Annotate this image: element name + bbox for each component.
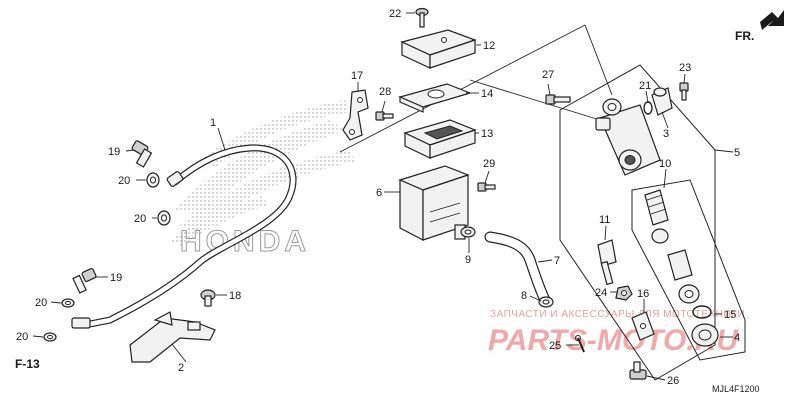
screw-29 [477, 182, 496, 192]
front-direction-arrow: FR. [735, 10, 784, 43]
callout-26: 26 [667, 375, 679, 387]
alignment-lines [339, 24, 613, 153]
bolt-19-lower [72, 267, 97, 294]
nut-24 [615, 285, 633, 301]
hose-1 [71, 144, 297, 329]
callout-3: 3 [663, 128, 669, 140]
joint-16 [631, 311, 655, 341]
diagram-code: MJL4F1200 [712, 384, 760, 394]
diaphragm-13 [403, 119, 477, 159]
joint-3 [651, 87, 673, 116]
clip-9 [460, 226, 476, 238]
master-cylinder-body [595, 98, 661, 176]
callout-7: 7 [554, 255, 560, 267]
callout-25: 25 [549, 340, 561, 352]
callout-20-b: 20 [134, 213, 146, 225]
watermark-text: ЗАПЧАСТИ И АКСЕССУАРЫ ДЛЯ МОТОТЕХНИКИ [490, 309, 745, 320]
callout-8: 8 [521, 290, 527, 302]
screw-28 [375, 111, 394, 121]
callout-leaders [32, 12, 734, 381]
reservoir-6 [398, 165, 470, 241]
callout-20-a: 20 [118, 175, 130, 187]
cap-12 [400, 29, 477, 69]
callout-12: 12 [483, 40, 495, 52]
callout-27: 27 [542, 69, 554, 81]
callout-5: 5 [734, 147, 740, 159]
callout-6: 6 [376, 187, 382, 199]
stay-17 [342, 89, 369, 141]
callout-1: 1 [210, 117, 216, 129]
callout-20-c: 20 [35, 297, 47, 309]
pin-26 [629, 361, 647, 380]
callout-20-d: 20 [16, 331, 28, 343]
oring-21 [643, 101, 653, 115]
bolt-19-upper [131, 140, 153, 168]
callout-24: 24 [595, 287, 607, 299]
honda-wordmark: HONDA [180, 225, 310, 258]
pin-25 [575, 335, 585, 353]
callout-16: 16 [637, 288, 649, 300]
circlip-15 [692, 305, 712, 319]
callout-29: 29 [483, 158, 495, 170]
reference-label: F-13 [15, 357, 40, 371]
callout-22: 22 [389, 8, 401, 20]
callout-11: 11 [599, 214, 610, 226]
callout-13: 13 [481, 128, 493, 140]
assembly-frame-5 [559, 64, 716, 381]
kit-frame-10 [631, 179, 746, 361]
screw-23 [679, 82, 689, 101]
callout-18: 18 [229, 290, 241, 302]
callout-4: 4 [734, 332, 740, 344]
washers-20 [43, 172, 171, 342]
callout-2: 2 [178, 362, 184, 374]
piston-kit-10 [644, 189, 700, 304]
callout-10: 10 [659, 158, 671, 170]
callout-19-lower: 19 [110, 272, 122, 284]
callout-19-upper: 19 [108, 146, 120, 158]
bolt-18 [200, 289, 216, 307]
bracket-2 [129, 311, 216, 363]
front-label: FR. [735, 29, 754, 43]
screw-22 [415, 7, 429, 28]
plate-14 [398, 83, 472, 113]
callout-28: 28 [379, 86, 391, 98]
callout-15: 15 [724, 309, 736, 321]
push-rod-11 [597, 239, 617, 286]
bolt-27 [545, 94, 571, 105]
honda-wing-emblem: HONDA [170, 100, 355, 259]
callout-numbers: 1 2 3 4 5 6 7 8 9 10 11 12 13 14 15 16 1… [16, 8, 740, 387]
callout-14: 14 [481, 88, 493, 100]
callout-21: 21 [639, 80, 651, 92]
clip-8 [538, 296, 554, 308]
callout-23: 23 [679, 62, 691, 74]
boot-4 [691, 323, 719, 347]
reservoir-hose-7 [484, 231, 551, 306]
callout-17: 17 [351, 70, 363, 82]
callout-9: 9 [465, 254, 471, 266]
